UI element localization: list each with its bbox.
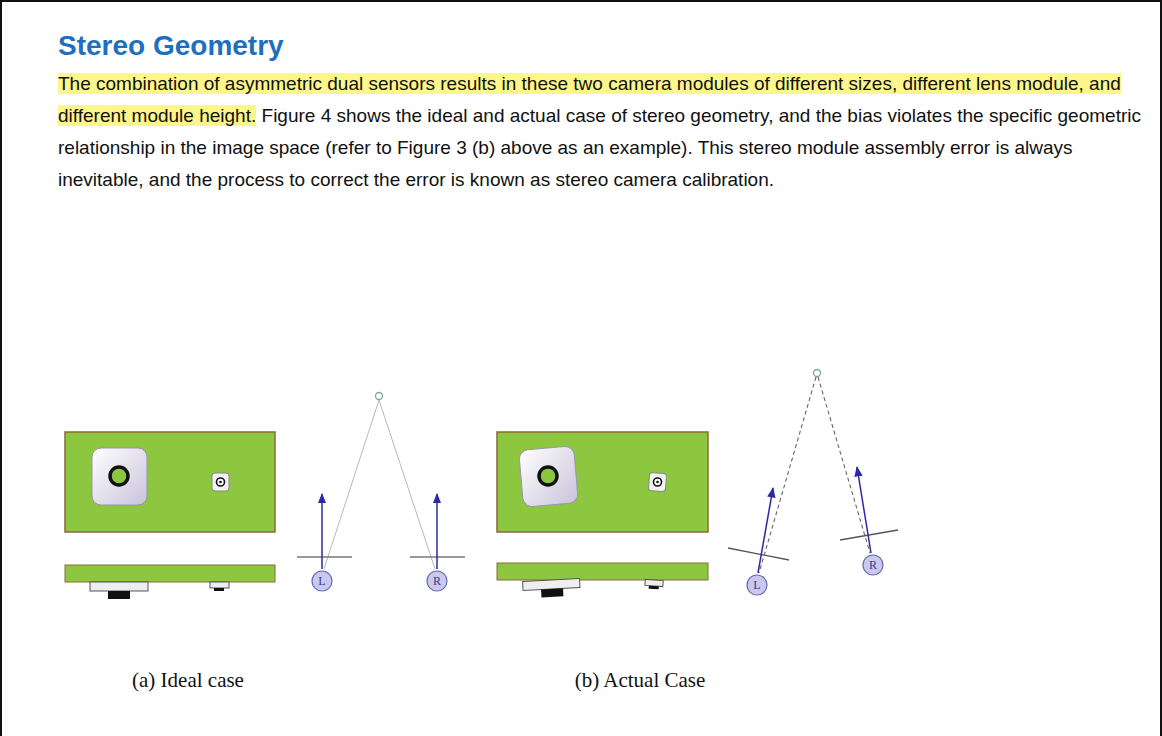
camera-letter: L (318, 575, 325, 587)
camera-center: L (311, 570, 333, 592)
ideal-module (65, 432, 275, 599)
body-paragraph: The combination of asymmetric dual senso… (58, 68, 1144, 196)
camera-letter: L (753, 579, 760, 591)
camera-center: R (862, 554, 884, 576)
camera-center: L (746, 574, 768, 596)
figure-subcaption: (b) Actual Case (575, 668, 706, 693)
actual-geometry (728, 370, 898, 574)
figure-subcaption: (a) Ideal case (132, 668, 244, 693)
ideal-geometry (297, 393, 465, 570)
actual-module (497, 432, 708, 598)
camera-center: R (426, 570, 448, 592)
camera-letter: R (433, 575, 441, 587)
section-heading: Stereo Geometry (58, 30, 284, 62)
camera-letter: R (869, 559, 877, 571)
